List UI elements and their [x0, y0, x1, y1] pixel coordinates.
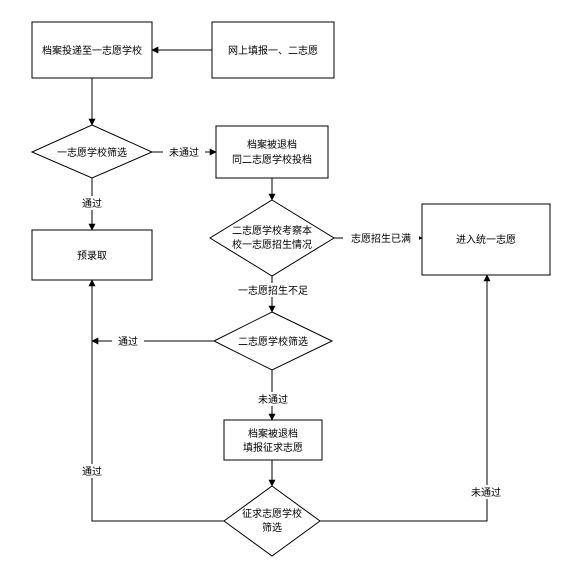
edge-label-pass-second: 通过 — [118, 335, 138, 348]
node-withdraw-second — [215, 125, 329, 179]
edge-label-fail-first: 未通过 — [169, 146, 199, 159]
node-withdraw-solicit-line1: 档案被退档 — [248, 427, 298, 440]
node-second-check-line1: 二志愿学校考察本 — [232, 224, 312, 237]
edge-label-pass-first: 通过 — [82, 197, 102, 210]
node-dossier-first-label: 档案投递至一志愿学校 — [42, 44, 142, 57]
edge-label-full: 志愿招生已满 — [351, 232, 411, 245]
node-first-screen — [30, 124, 154, 179]
node-unified — [421, 203, 551, 276]
node-withdraw-solicit-line2: 填报征求志愿 — [243, 441, 303, 454]
node-dossier-first — [31, 21, 153, 79]
node-solicit-screen-line2: 筛选 — [262, 521, 282, 534]
node-fill-volunteer-label: 网上填报一、二志愿 — [228, 44, 318, 57]
edge-label-pass-solicit: 通过 — [82, 465, 102, 478]
edge-solicit-fail — [320, 274, 491, 522]
node-fill-volunteer — [211, 21, 335, 79]
node-pre-admission-label: 预录取 — [77, 250, 107, 262]
node-solicit-screen — [223, 485, 321, 557]
edge-label-fail-solicit: 未通过 — [471, 486, 501, 499]
node-pre-admission — [31, 229, 153, 281]
node-first-screen-label: 一志愿学校筛选 — [57, 146, 127, 159]
node-second-screen — [212, 311, 334, 371]
node-withdraw-second-line1: 档案被退档 — [247, 138, 297, 151]
node-second-check-line2: 校一志愿招生情况 — [232, 238, 312, 251]
node-unified-label: 进入统一志愿 — [456, 233, 516, 246]
node-solicit-screen-line1: 征求志愿学校 — [242, 507, 302, 520]
node-second-screen-label: 二志愿学校筛选 — [238, 335, 308, 348]
edge-label-not-enough: 一志愿招生不足 — [238, 284, 308, 297]
edge-solicit-pass — [88, 279, 224, 522]
node-withdraw-second-line2: 同二志愿学校投档 — [232, 153, 312, 166]
node-withdraw-solicit — [223, 419, 323, 461]
node-second-check — [209, 199, 335, 277]
edge-label-fail-second: 未通过 — [258, 393, 288, 406]
